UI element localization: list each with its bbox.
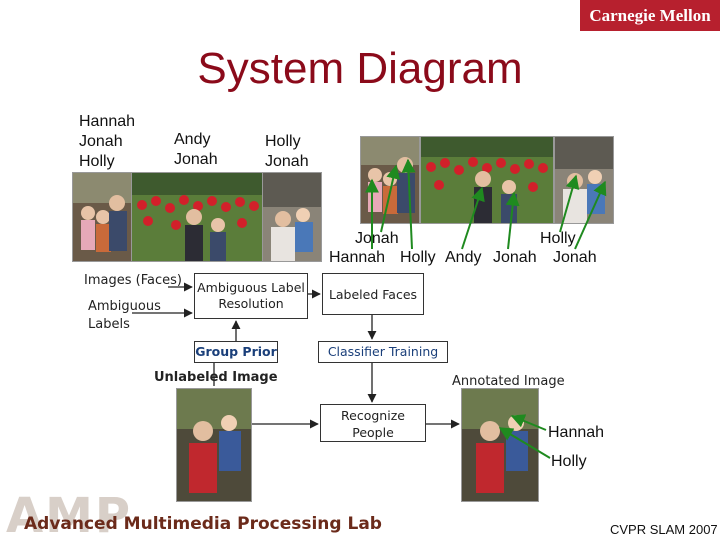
mother-child-photo-image — [462, 389, 538, 501]
photo-3-names: Holly Jonah — [265, 132, 309, 172]
result-label-hannah: Hannah — [548, 423, 604, 443]
annotated-image-caption: Annotated Image — [452, 374, 565, 389]
face-label-holly: Holly — [400, 248, 436, 268]
name: Jonah — [265, 152, 309, 172]
tulip-garden-photo-image — [421, 137, 553, 223]
photo-1-names: Hannah Jonah Holly — [79, 112, 135, 172]
photo-2-names: Andy Jonah — [174, 130, 218, 170]
ambiguous-label-resolution-box: Ambiguous Label Resolution — [194, 273, 308, 319]
family-photo-image — [73, 173, 131, 261]
lab-name: Advanced Multimedia Processing Lab — [24, 514, 382, 534]
result-label-holly: Holly — [551, 452, 587, 472]
unlabeled-image — [176, 388, 252, 502]
slide-title: System Diagram — [0, 44, 720, 94]
mother-child-photo-image — [177, 389, 251, 501]
face-label-hannah: Hannah — [329, 248, 385, 268]
unlabeled-image-caption: Unlabeled Image — [154, 370, 278, 385]
labeled-photo-1 — [360, 136, 420, 224]
name: Jonah — [174, 150, 218, 170]
family-photo-image — [361, 137, 419, 223]
face-label-jonah: Jonah — [493, 248, 537, 268]
recognize-people-box: Recognize People — [320, 404, 426, 442]
labeled-photo-2 — [420, 136, 554, 224]
mother-child-photo-image — [555, 137, 613, 223]
face-label-andy: Andy — [445, 248, 481, 268]
group-prior-box: Group Prior — [194, 341, 278, 363]
labeled-faces-box: Labeled Faces — [322, 273, 424, 315]
mother-child-photo-image — [263, 173, 321, 261]
labeled-photo-3 — [554, 136, 614, 224]
name: Hannah — [79, 112, 135, 132]
face-label-jonah-top: Jonah — [355, 229, 399, 249]
ambiguous-labels-label: Ambiguous Labels — [88, 298, 161, 334]
annotated-image — [461, 388, 539, 502]
classifier-training-box: Classifier Training — [318, 341, 448, 363]
name: Jonah — [79, 132, 135, 152]
images-faces-label: Images (Faces) — [84, 273, 182, 288]
credit-text: CVPR SLAM 2007 — [610, 522, 718, 537]
name: Andy — [174, 130, 218, 150]
tulip-garden-photo-image — [132, 173, 262, 261]
input-photo-2 — [131, 172, 263, 262]
input-photo-3 — [262, 172, 322, 262]
face-label-jonah-2: Jonah — [553, 248, 597, 268]
name: Holly — [79, 152, 135, 172]
carnegie-mellon-logo: Carnegie Mellon — [580, 0, 720, 31]
name: Holly — [265, 132, 309, 152]
face-label-holly-top: Holly — [540, 229, 576, 249]
input-photo-1 — [72, 172, 132, 262]
